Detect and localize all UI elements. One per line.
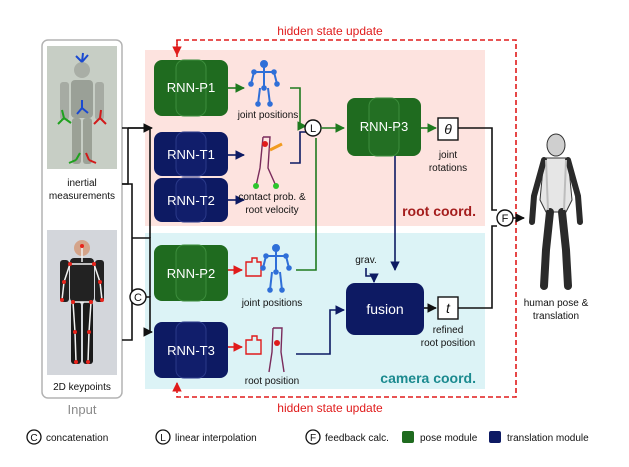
hidden-state-update-loop	[172, 39, 517, 398]
feedback-operator-letter: F	[502, 213, 509, 225]
legend-pose-label: pose module	[420, 433, 478, 444]
keypoints-label: 2D keypoints	[53, 382, 111, 393]
contact-label-line2: root velocity	[245, 205, 298, 216]
rnn-p3-module	[347, 97, 421, 157]
refined-line2: root position	[421, 338, 475, 349]
camera-glyph-icon	[245, 257, 262, 355]
root-coord-label: root coord.	[402, 203, 476, 219]
refined-line1: refined	[433, 325, 464, 336]
legend-c-letter: C	[30, 433, 37, 444]
rnn-t3-label: RNN-T3	[167, 343, 215, 358]
translation-symbol: t	[446, 300, 451, 316]
inertial-photo	[47, 46, 117, 169]
theta-symbol: θ	[444, 121, 452, 137]
rnn-t1-module	[154, 131, 228, 177]
inertial-label-line1: inertial	[67, 178, 96, 189]
rnn-t3-module	[154, 321, 228, 379]
legend-translation-swatch	[489, 431, 501, 443]
theta-box	[437, 117, 459, 141]
legend-l-label: linear interpolation	[175, 433, 257, 444]
legend-pose-swatch	[402, 431, 414, 443]
rnn-t2-module	[154, 177, 228, 223]
root-position-label: root position	[245, 376, 299, 387]
fusion-label: fusion	[366, 301, 403, 317]
concat-operator-letter: C	[134, 292, 142, 304]
joint-positions-bottom-label: joint positions	[241, 298, 303, 309]
concat-operator-icon	[129, 288, 147, 306]
hidden-state-update-top: hidden state update	[277, 24, 383, 38]
grav-label: grav.	[355, 255, 377, 266]
rnn-p2-label: RNN-P2	[167, 266, 215, 281]
rnn-p1-module	[154, 59, 228, 117]
contact-root-figure-icon	[253, 136, 283, 189]
joint-rotations-line2: rotations	[429, 163, 467, 174]
root-position-figure-icon	[268, 327, 285, 373]
joint-positions-skeleton-icon	[248, 60, 280, 107]
legend-translation-label: translation module	[507, 433, 589, 444]
interp-operator-letter: L	[310, 123, 316, 135]
output-human-figure	[529, 133, 583, 290]
hidden-state-update-bottom: hidden state update	[277, 401, 383, 415]
legend-c-icon	[26, 429, 42, 445]
fusion-module	[346, 283, 424, 335]
inertial-label-line2: measurements	[49, 191, 115, 202]
legend-f-icon	[305, 429, 321, 445]
joint-rotations-line1: joint	[438, 150, 458, 161]
rnn-p1-label: RNN-P1	[167, 80, 215, 95]
legend-c-label: concatenation	[46, 433, 108, 444]
rnn-p2-module	[154, 244, 228, 302]
output-label-line1: human pose &	[524, 298, 589, 309]
output-label-line2: translation	[533, 311, 579, 322]
input-label: Input	[68, 402, 97, 417]
legend-f-letter: F	[310, 433, 316, 444]
rnn-t2-label: RNN-T2	[167, 193, 215, 208]
legend-l-icon	[155, 429, 171, 445]
contact-label-line1: contact prob. &	[238, 192, 306, 203]
joint-positions-skeleton-2-icon	[260, 244, 292, 293]
keypoints-photo	[47, 230, 117, 375]
legend-l-letter: L	[160, 433, 166, 444]
legend: C concatenation L linear interpolation F…	[26, 429, 589, 445]
legend-f-label: feedback calc.	[325, 433, 389, 444]
rnn-t1-label: RNN-T1	[167, 147, 215, 162]
joint-positions-top-label: joint positions	[237, 110, 299, 121]
camera-coord-label: camera coord.	[380, 370, 476, 386]
rnn-p3-label: RNN-P3	[360, 119, 408, 134]
